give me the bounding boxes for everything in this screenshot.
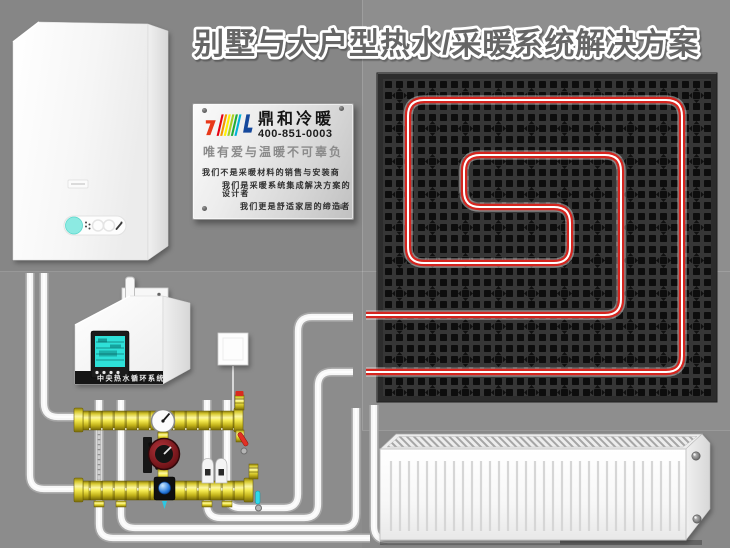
radiator-port xyxy=(691,451,701,461)
pipe-highlight xyxy=(29,273,560,541)
background-seam xyxy=(0,271,730,272)
tank-label: 中央热水循环系统 xyxy=(97,374,165,383)
boiler-buttons-icon xyxy=(85,221,91,230)
manifold xyxy=(73,391,262,512)
screw-icon xyxy=(202,108,207,113)
background-seam xyxy=(362,430,730,431)
plaque-line: 我们是采暖系统集成解决方案的设计者 xyxy=(222,181,351,198)
tank-buttons xyxy=(95,370,120,375)
wall-boiler xyxy=(12,21,169,261)
circulation-pump xyxy=(143,431,181,482)
background-seam xyxy=(362,0,363,430)
screw-icon xyxy=(339,204,344,209)
pipe-stub-nuts xyxy=(93,500,233,508)
thermostat xyxy=(217,332,249,428)
boiler-display xyxy=(65,216,83,235)
mixing-valve xyxy=(153,476,176,509)
plaque-line: 我们更是舒适家居的缔造者 xyxy=(240,202,351,211)
white-pipes xyxy=(25,273,560,545)
valve-cyan-handle xyxy=(248,463,262,512)
screw-icon xyxy=(339,106,344,111)
brand-logo-icon xyxy=(205,113,253,136)
circulation-tank: 中央热水循环系统 xyxy=(74,276,191,385)
brand-name: 鼎和冷暖 xyxy=(258,111,335,128)
poster-title: 别墅与大户型热水/采暖系统解决方案 xyxy=(194,27,699,61)
valve-red-handle xyxy=(234,391,249,455)
radiator-shadow xyxy=(380,540,702,545)
brand-phone: 400-851-0003 xyxy=(258,128,333,140)
expansion-tank xyxy=(201,458,214,484)
service-icon xyxy=(115,221,123,230)
screw-icon xyxy=(202,206,207,211)
radiator-port xyxy=(692,514,702,524)
radiator-grooves xyxy=(389,461,681,531)
heating-pipe-red xyxy=(366,95,687,377)
boiler-knob xyxy=(102,219,116,232)
radiator-grille xyxy=(386,436,698,448)
brand-plaque: 鼎和冷暖 400-851-0003 唯有爱与温暖不可辜负 我们不是采暖材料的销售… xyxy=(192,103,354,220)
brand-slogan: 唯有爱与温暖不可辜负 xyxy=(202,145,343,159)
plaque-line: 我们不是采暖材料的销售与安装商 xyxy=(202,168,340,177)
radiator xyxy=(379,433,711,541)
expansion-tank xyxy=(215,458,228,484)
floor-heating-mat xyxy=(376,72,718,403)
